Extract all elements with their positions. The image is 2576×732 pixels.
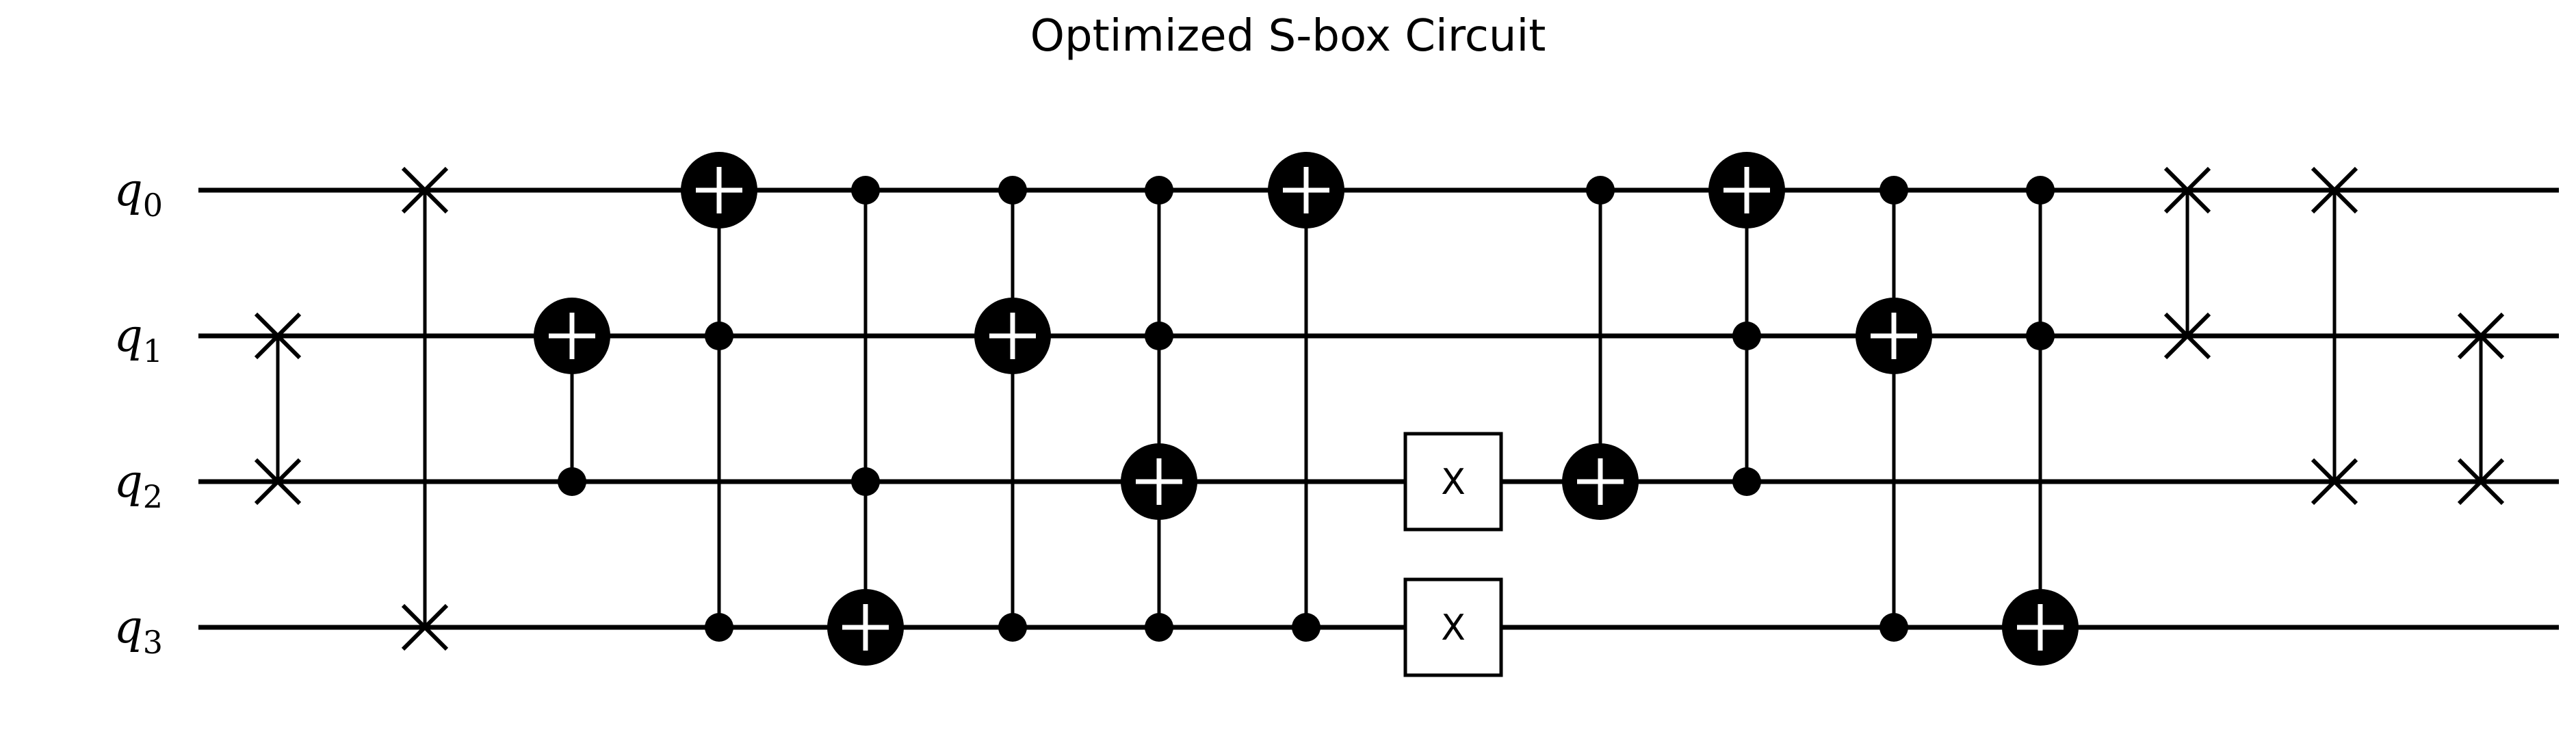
swap-x-mark [2163,312,2211,360]
target-plus-q2 [1121,443,1197,520]
control-dot-q0 [851,176,880,205]
swap-x-mark [254,312,302,360]
control-dot-q3 [998,613,1027,642]
gate-cx-5 [974,176,1051,642]
control-dot-q2 [1732,467,1761,496]
control-dot-q2 [851,467,880,496]
qubit-wires [198,187,2559,630]
x-gate-box-q2 [1403,432,1503,532]
swap-x-mark [2163,166,2211,214]
target-plus-q0 [681,152,757,228]
gate-x-9: X [1403,577,1503,677]
swap-x-mark [2457,312,2505,360]
target-plus-q0 [1268,152,1344,228]
control-dot-q0 [1586,176,1615,205]
gate-cx-13 [2002,176,2079,666]
target-plus-q1 [534,298,610,374]
gate-cx-4 [827,176,904,666]
target-plus-q3 [827,589,904,666]
gate-swap-14 [2163,166,2211,360]
target-plus-q1 [1856,298,1932,374]
gate-swap-0 [254,312,302,506]
qubit-label-q2: q2 [114,455,163,515]
control-dot-q0 [1145,176,1173,205]
gate-swap-15 [2311,166,2358,506]
gate-cx-6 [1121,176,1197,642]
swap-x-mark [2457,458,2505,506]
gate-cx-12 [1856,176,1932,642]
swap-x-mark [254,458,302,506]
qubit-label-q3: q3 [114,601,163,661]
gate-x-8: X [1403,432,1503,532]
target-plus-q1 [974,298,1051,374]
gates: XX [254,152,2505,677]
target-plus-q0 [1708,152,1785,228]
control-dot-q0 [2026,176,2055,205]
target-plus-q2 [1562,443,1639,520]
control-dot-q3 [1879,613,1908,642]
control-dot-q2 [558,467,586,496]
gate-cx-2 [534,298,610,496]
qubit-label-q0: q0 [114,164,163,224]
gate-swap-16 [2457,312,2505,506]
swap-x-mark [2311,458,2358,506]
qubit-label-q1: q1 [114,309,163,369]
gate-cx-3 [681,152,757,642]
swap-x-mark [2311,166,2358,214]
gate-cx-11 [1708,152,1785,496]
control-dot-q1 [1145,322,1173,350]
control-dot-q1 [2026,322,2055,350]
x-gate-box-q3 [1403,577,1503,677]
control-dot-q3 [1292,613,1320,642]
target-plus-q3 [2002,589,2079,666]
control-dot-q1 [1732,322,1761,350]
gate-cx-10 [1562,176,1639,520]
control-dot-q3 [705,613,733,642]
diagram-title: Optimized S-box Circuit [1030,11,1546,62]
control-dot-q0 [1879,176,1908,205]
control-dot-q3 [1145,613,1173,642]
gate-swap-1 [401,166,449,651]
swap-x-mark [401,603,449,651]
qubit-labels: q0 q1 q2 q3 [114,164,163,661]
control-dot-q0 [998,176,1027,205]
x-gate-label: X [1441,607,1466,649]
gate-cx-7 [1268,152,1344,642]
swap-x-mark [401,166,449,214]
control-dot-q1 [705,322,733,350]
x-gate-label: X [1441,462,1466,503]
